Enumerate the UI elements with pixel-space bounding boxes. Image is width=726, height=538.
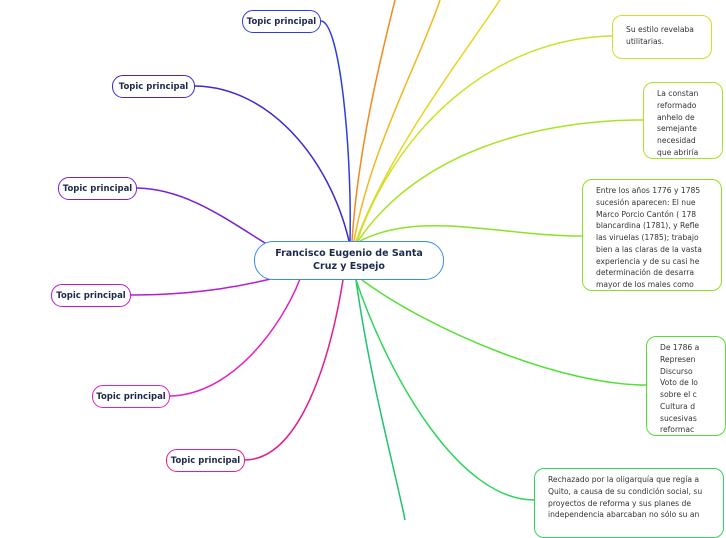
main-topic-4[interactable]: Topic principal <box>51 284 131 307</box>
subtopic-line: sobre el c <box>660 390 697 400</box>
main-topic-label: Topic principal <box>96 391 166 402</box>
subtopic-line: mayor de los males como <box>596 280 694 290</box>
main-topic-3[interactable]: Topic principal <box>58 177 137 200</box>
main-topic-6[interactable]: Topic principal <box>166 449 245 472</box>
branch-offscreen-orange <box>351 0 396 242</box>
subtopic-line: sucesión aparecen: El nue <box>596 197 696 207</box>
main-topic-5[interactable]: Topic principal <box>92 385 170 408</box>
subtopic-line: Entre los años 1776 y 1785 <box>596 186 701 195</box>
subtopic-line: reformado <box>657 100 697 110</box>
subtopic-line: determinación de desarra <box>596 268 695 278</box>
subtopic-line: Represen <box>660 354 696 364</box>
subtopic-line: Voto de lo <box>660 378 698 388</box>
subtopic-line: independencia abarcaban no sólo su an <box>548 510 700 520</box>
subtopic-line: Rechazado por la oligarquía que regía a <box>548 475 700 484</box>
subtopic-1[interactable]: Su estilo revelaba utilitarias. <box>612 15 712 59</box>
subtopic-line: reformac <box>660 425 695 435</box>
main-topic-1[interactable]: Topic principal <box>242 10 321 33</box>
subtopic-line: utilitarias. <box>626 36 665 46</box>
main-topic-label: Topic principal <box>118 81 189 92</box>
subtopic-line: La constan <box>657 89 699 98</box>
branch-sub-2 <box>357 119 644 242</box>
subtopic-line: sucesivas <box>660 413 697 423</box>
subtopic-line: bien a las claras de la vasta <box>596 244 702 254</box>
branch-sub-5 <box>355 279 535 501</box>
subtopic-line: que abriría <box>657 147 699 157</box>
main-topic-label: Topic principal <box>62 183 133 194</box>
branch-sub-4 <box>361 279 647 386</box>
subtopic-line: Su estilo revelaba <box>626 25 694 34</box>
main-topic-label: Topic principal <box>56 290 126 301</box>
subtopic-line: necesidad <box>657 136 696 146</box>
central-topic[interactable]: Francisco Eugenio de Santa Cruz y Espejo <box>254 241 444 280</box>
subtopic-line: anhelo de <box>657 112 695 122</box>
branch-sub-3 <box>359 225 583 242</box>
subtopic-4[interactable]: De 1786 a Represen Discurso Voto de lo s… <box>646 336 726 436</box>
subtopic-line: Discurso <box>660 366 693 376</box>
subtopic-line: Quito, a causa de su condición social, s… <box>548 486 703 496</box>
subtopic-line: proyectos de reforma y sus planes de <box>548 498 692 508</box>
subtopic-line: De 1786 a <box>660 343 700 352</box>
central-topic-label: Francisco Eugenio de Santa Cruz y Espejo <box>275 248 423 272</box>
branch-topic-6 <box>244 279 344 461</box>
main-topic-2[interactable]: Topic principal <box>112 75 195 98</box>
branch-offscreen-yellow <box>355 0 501 242</box>
subtopic-line: blancardina (1781), y Refle <box>596 221 700 231</box>
branch-topic-5 <box>169 278 301 397</box>
main-topic-label: Topic principal <box>246 16 317 27</box>
subtopic-line: Cultura d <box>660 401 696 411</box>
subtopic-line: Marco Porcio Cantón ( 178 <box>596 209 697 219</box>
subtopic-line: semejante <box>657 124 697 134</box>
branch-sub-1 <box>356 35 613 242</box>
subtopic-3[interactable]: Entre los años 1776 y 1785 sucesión apar… <box>582 179 722 291</box>
subtopic-5[interactable]: Rechazado por la oligarquía que regía a … <box>534 468 724 538</box>
branch-offscreen-green <box>355 279 406 521</box>
main-topic-label: Topic principal <box>170 455 241 466</box>
subtopic-line: las viruelas (1785); trabajo <box>596 233 699 243</box>
subtopic-2[interactable]: La constan reformado anhelo de semejante… <box>643 82 723 159</box>
branch-topic-1 <box>320 20 351 242</box>
branch-topic-2 <box>194 85 350 242</box>
branch-offscreen-amber <box>353 0 441 242</box>
subtopic-line: experiencia y de su casi he <box>596 256 700 266</box>
